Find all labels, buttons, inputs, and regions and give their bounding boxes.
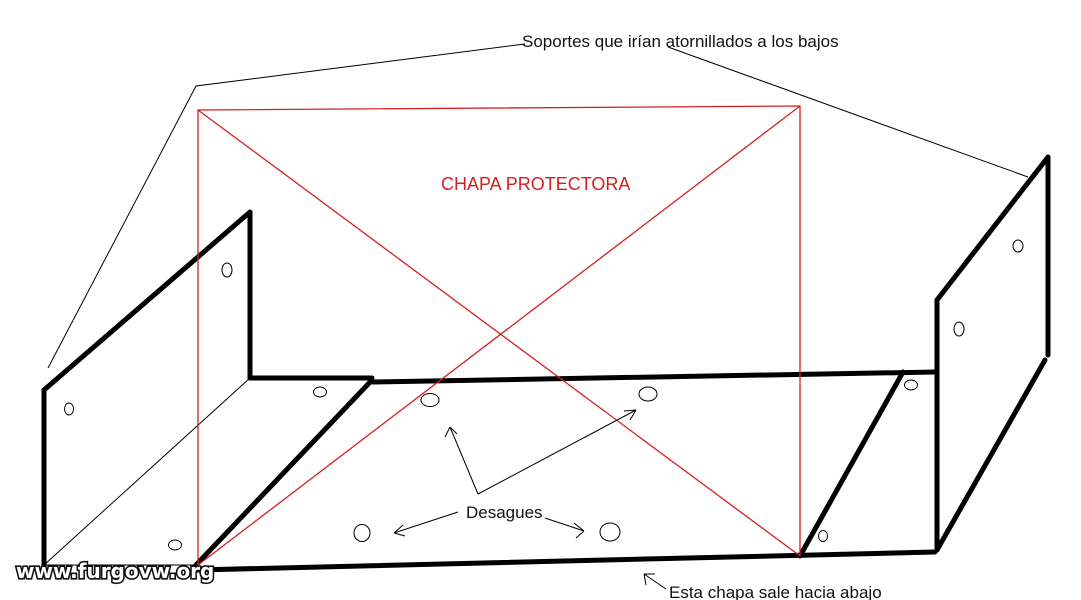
drains-label: Desagues [466, 503, 543, 522]
bolt-hole [818, 530, 828, 542]
bolt-hole [1012, 239, 1024, 253]
bolt-hole [168, 539, 182, 551]
drain-arrows [393, 409, 637, 539]
supports-leader-lines [47, 43, 1029, 369]
bottom-tray [44, 369, 938, 573]
watermark: www.furgovw.org [16, 559, 214, 583]
bolt-hole [221, 262, 233, 278]
downward-plate-label: Esta chapa sale hacia abajo [669, 583, 882, 600]
protective-plate-outline [197, 105, 801, 565]
bolt-hole [313, 386, 327, 398]
drain-hole [353, 524, 371, 542]
left-support-bracket [41, 209, 253, 568]
right-support-bracket [934, 154, 1051, 553]
bolt-hole [953, 321, 965, 337]
bolt-hole [904, 379, 918, 391]
drain-hole [420, 393, 440, 407]
drain-hole [638, 386, 658, 402]
bolt-hole [64, 402, 74, 416]
protective-plate-label: CHAPA PROTECTORA [441, 174, 630, 194]
supports-label: Soportes que irían atornillados a los ba… [522, 32, 839, 51]
drain-hole [599, 522, 621, 542]
downward-plate-arrow [643, 573, 667, 590]
protective-plate [197, 105, 801, 566]
